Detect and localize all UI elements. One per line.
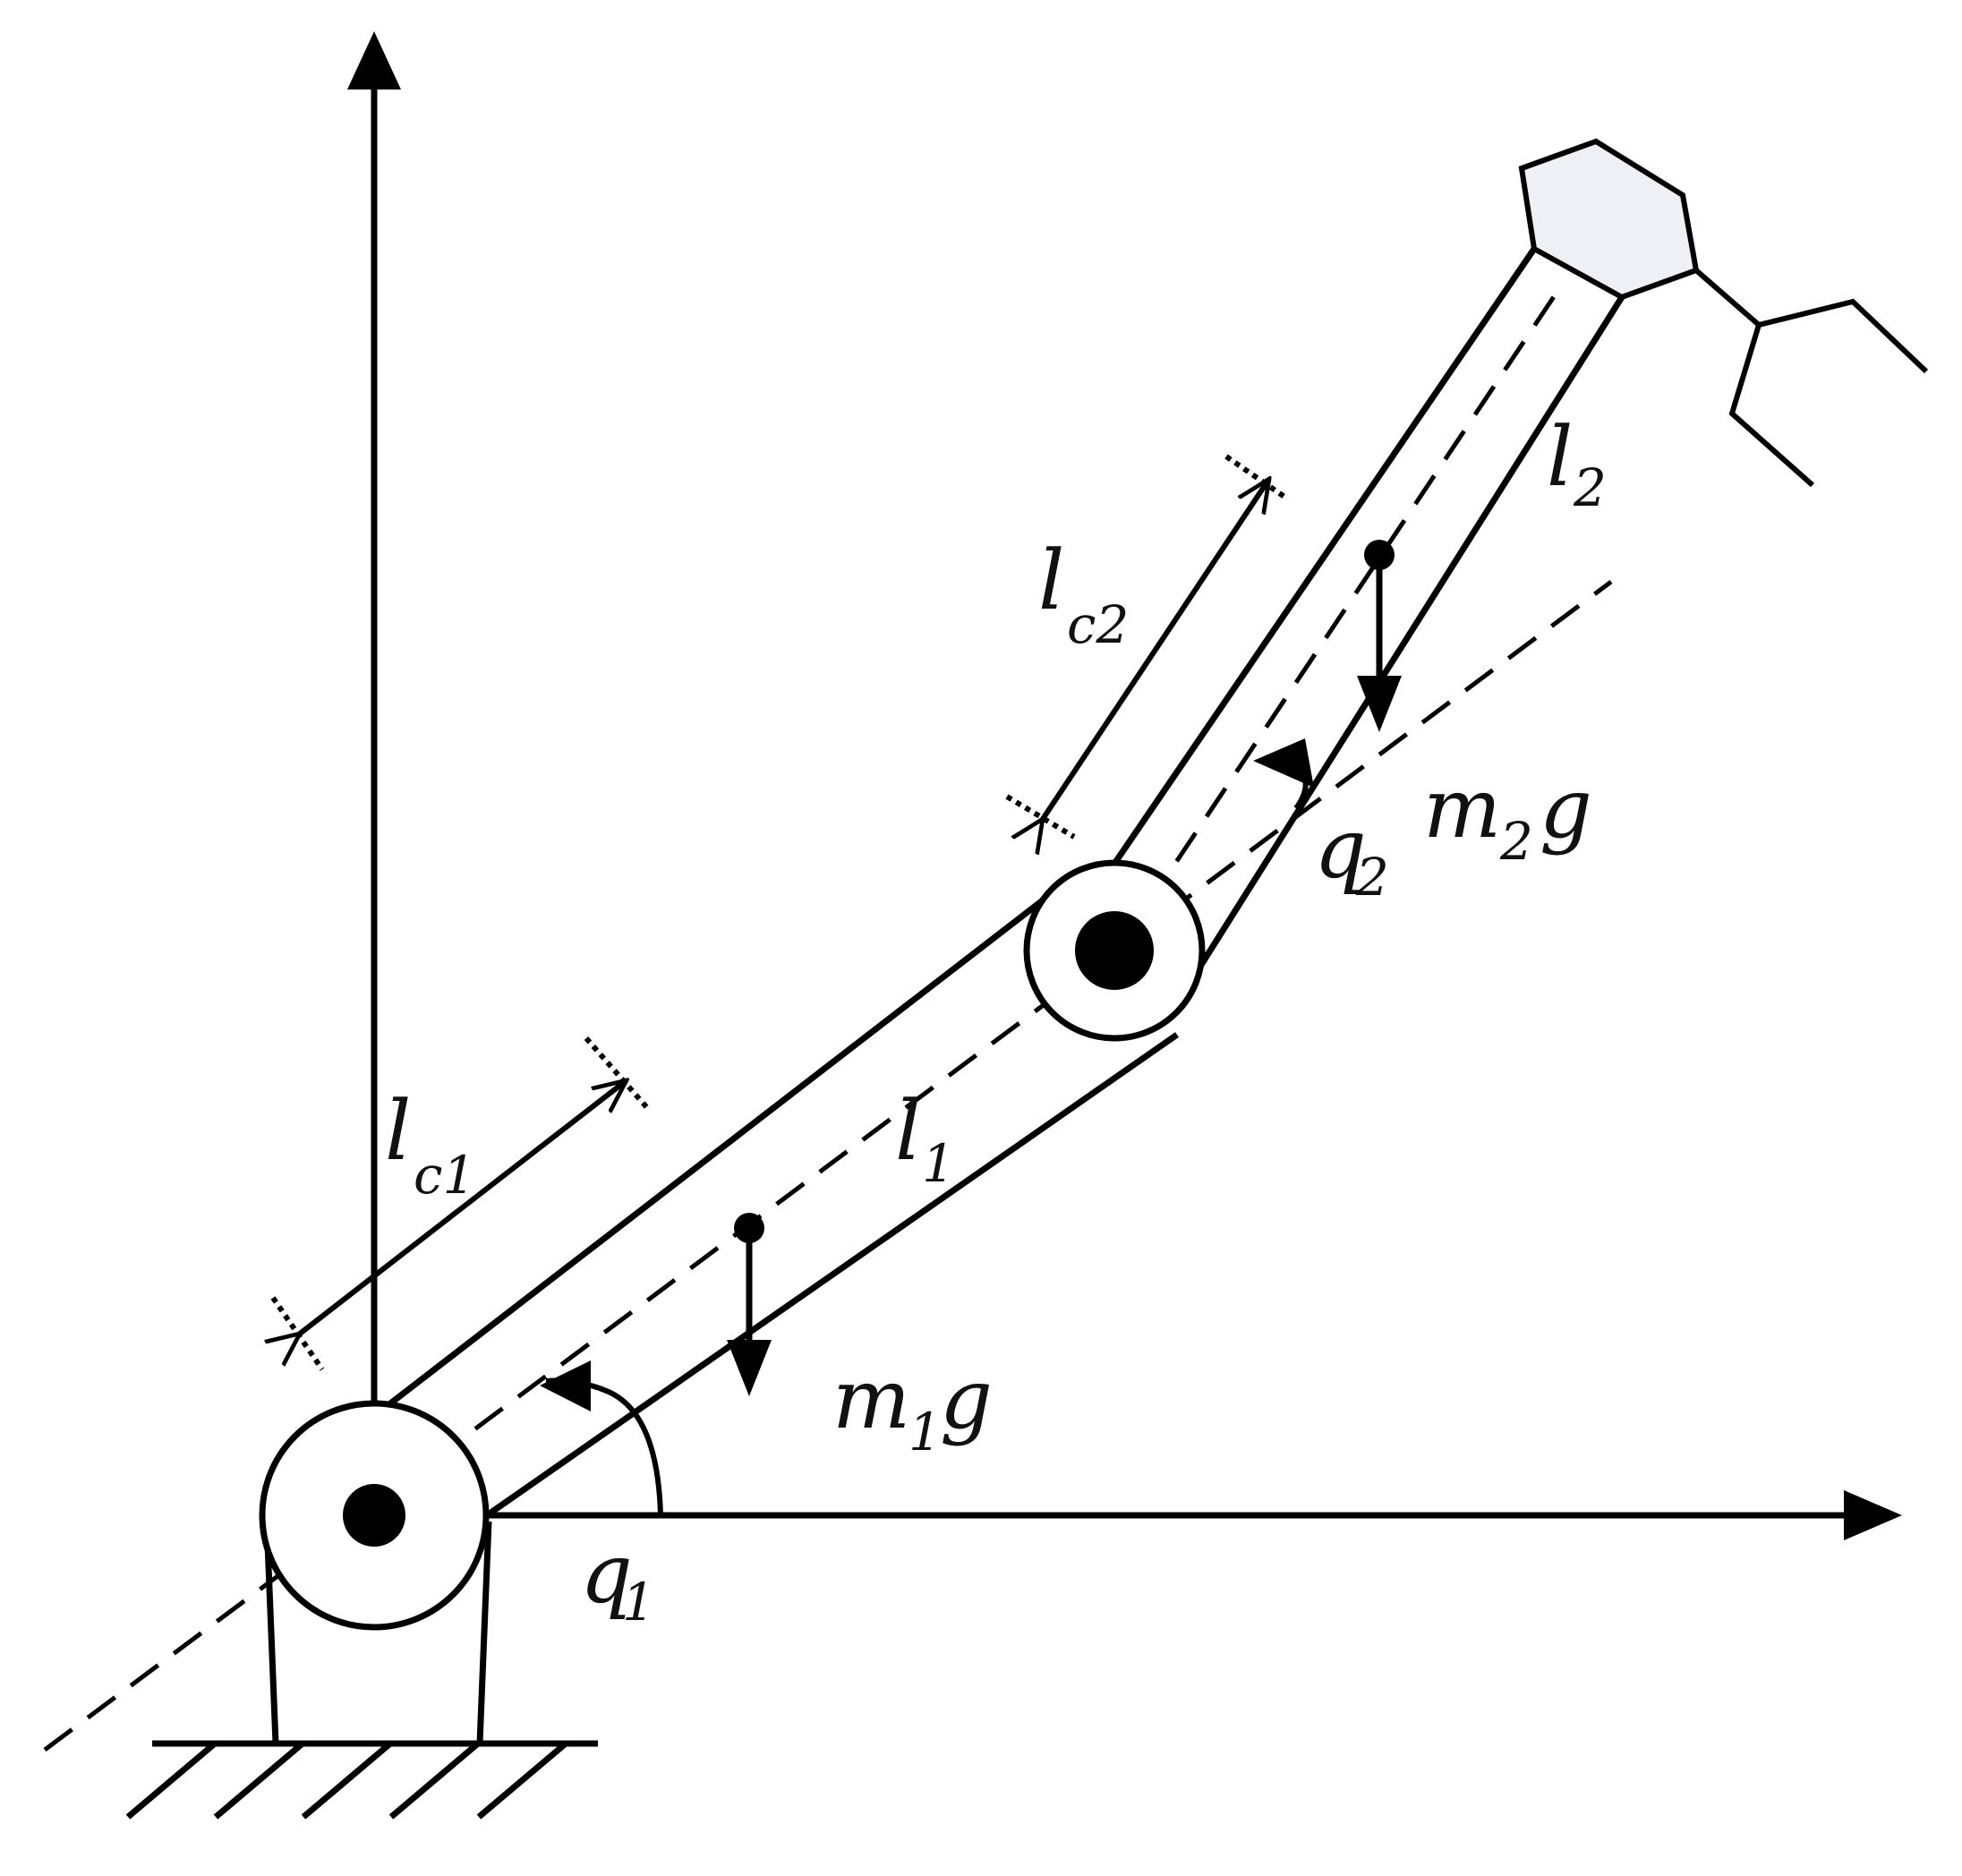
x-axis [374,1490,1902,1540]
angle-arc-q2 [1253,738,1314,810]
svg-text:q: q [1314,801,1367,897]
label-m2g: m 2 g [1423,761,1592,872]
angle-arc-q1 [540,1360,663,1516]
svg-text:g: g [940,1352,993,1447]
svg-text:l: l [1547,409,1573,505]
label-l1: l 1 [895,1083,955,1194]
dimension-arrow-lc2 [1005,454,1286,837]
svg-text:2: 2 [1573,457,1607,518]
y-axis [347,31,401,1468]
svg-text:l: l [895,1083,921,1179]
svg-text:g: g [1540,761,1592,857]
svg-text:l: l [385,1083,411,1179]
gravity-arrow-m1 [727,1213,772,1396]
svg-text:m: m [832,1352,910,1447]
svg-text:l: l [1038,533,1064,628]
svg-text:1: 1 [622,1572,655,1633]
svg-text:2: 2 [1355,847,1389,908]
svg-text:1: 1 [922,1133,955,1194]
joint1 [259,1400,490,1631]
svg-text:c2: c2 [1067,594,1129,655]
label-m1g: m 1 g [832,1352,993,1462]
label-q2: q 2 [1314,801,1389,908]
label-lc2: l c2 [1038,533,1129,655]
label-l2: l 2 [1547,409,1607,518]
svg-text:2: 2 [1499,811,1533,872]
svg-text:m: m [1423,761,1501,857]
label-lc1: l c1 [385,1083,475,1206]
svg-text:1: 1 [908,1402,942,1462]
svg-text:q: q [580,1526,633,1622]
ground-base [125,1740,598,1820]
label-q1: q 1 [580,1526,655,1633]
gravity-arrow-m2 [1357,540,1402,732]
gripper [1518,138,1929,488]
dimension-arrow-lc1 [273,1036,652,1371]
joint2 [1023,859,1206,1042]
svg-text:c1: c1 [414,1145,475,1206]
